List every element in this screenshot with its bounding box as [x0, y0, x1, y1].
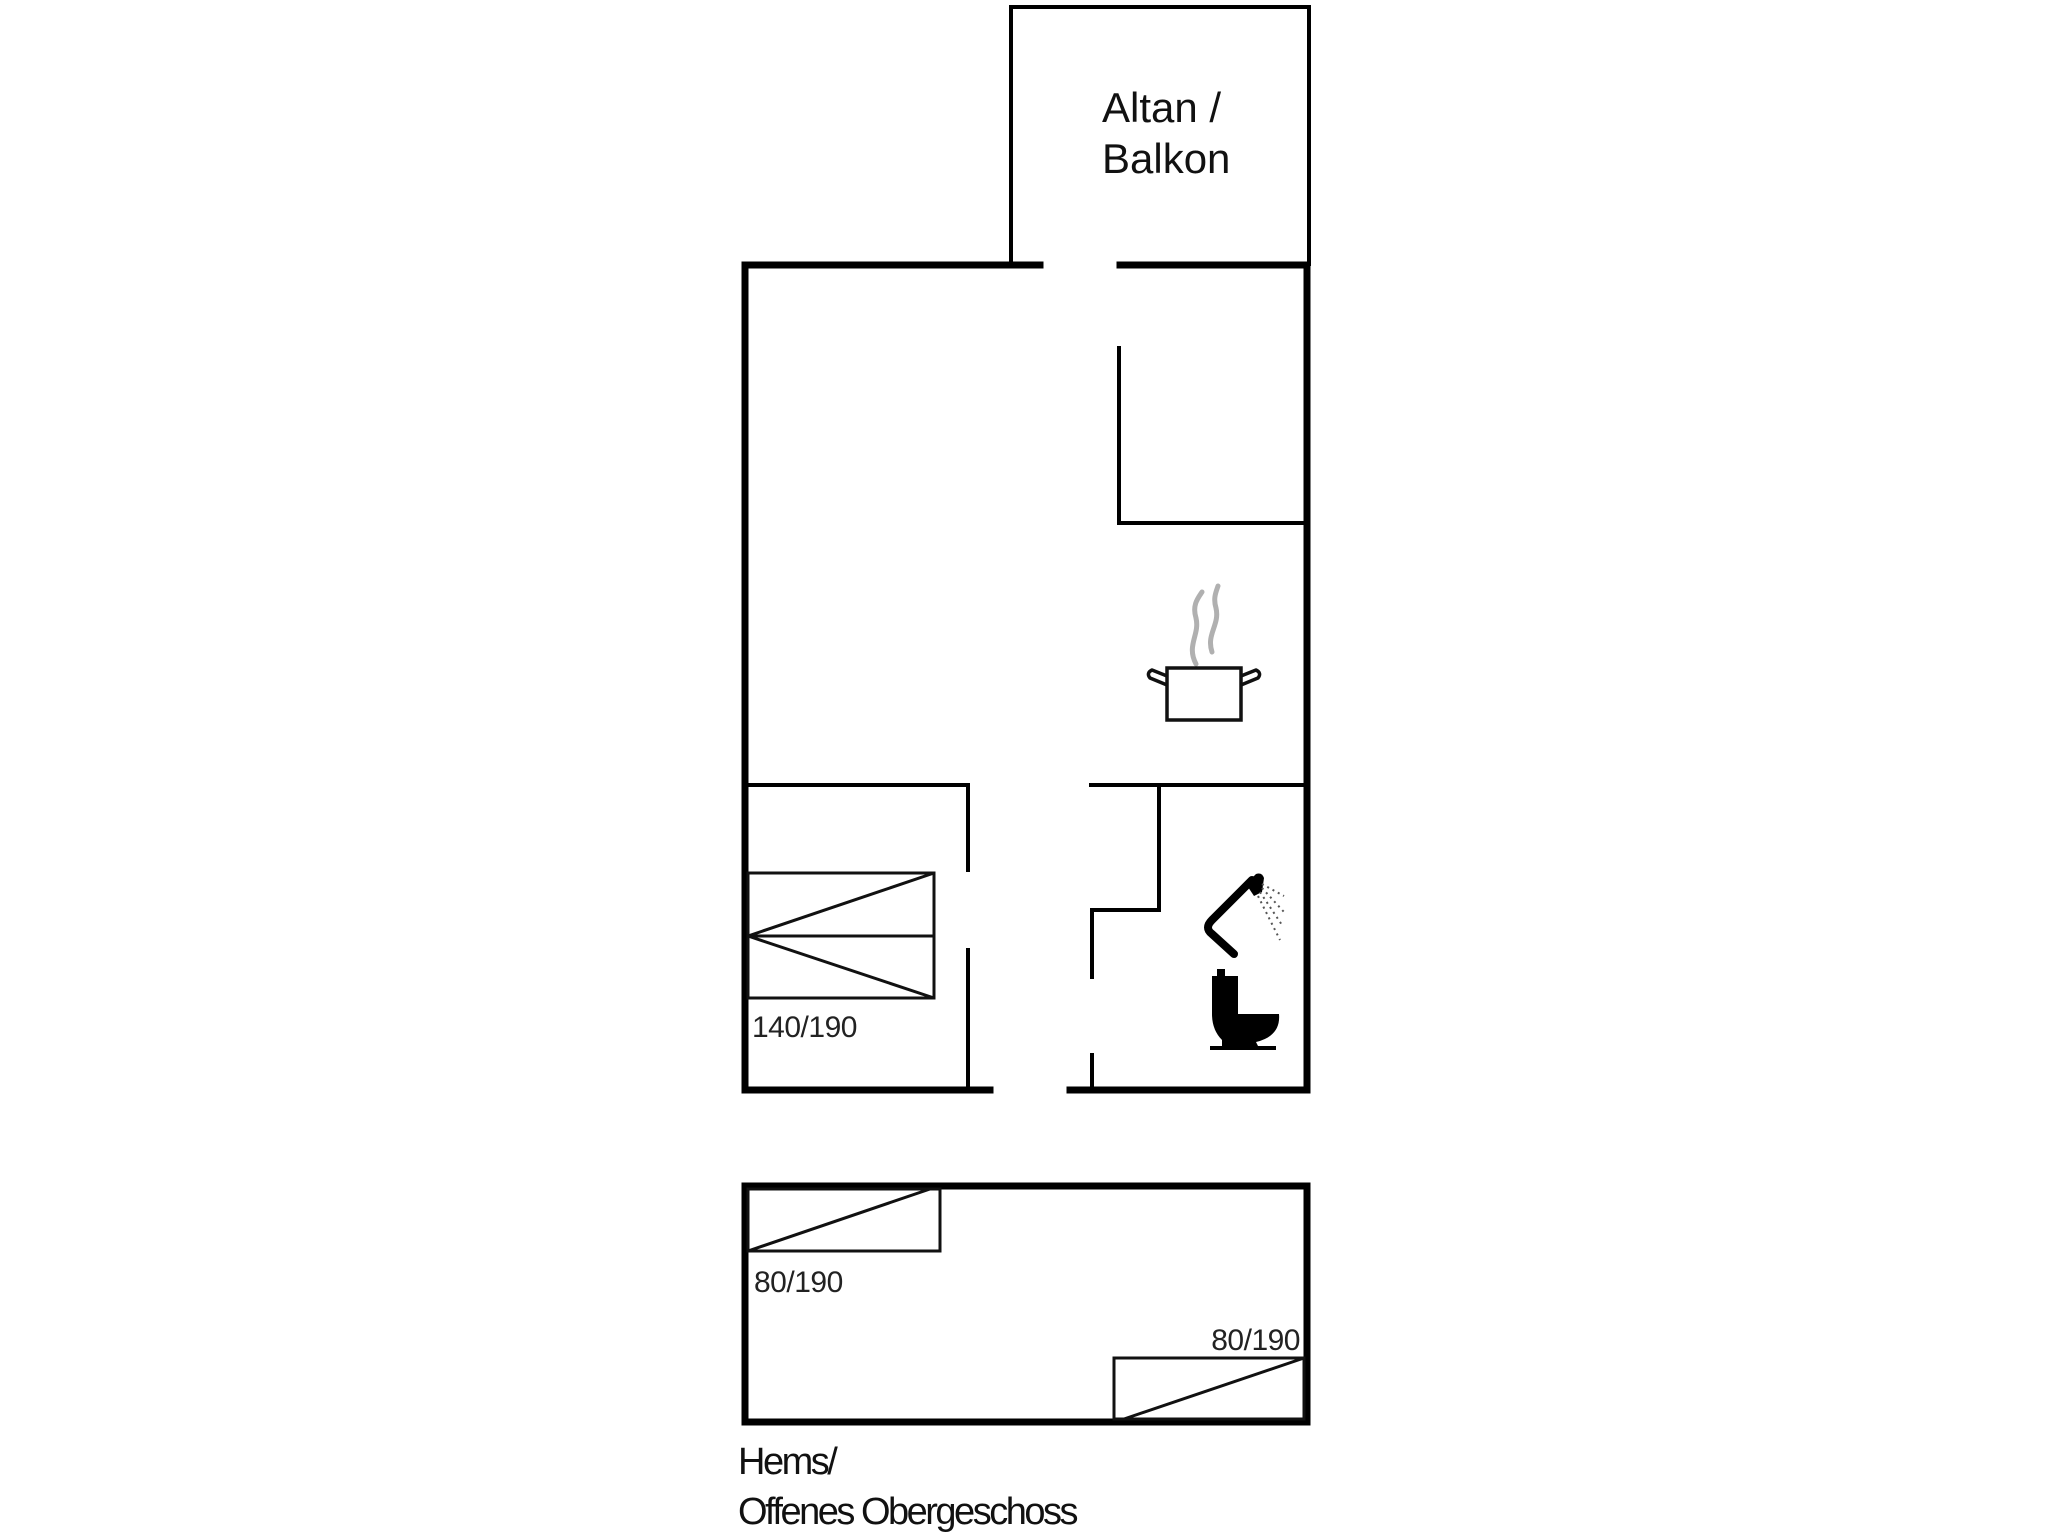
pot-handle-left — [1146, 668, 1168, 687]
toilet-icon — [1210, 969, 1280, 1050]
balcony-walls — [1009, 5, 1311, 266]
loft-bed-1-diagonal — [747, 1187, 931, 1253]
shower-head — [1246, 873, 1264, 896]
cooking-pot-icon — [1146, 583, 1262, 722]
loft-bed-2-frame — [1112, 1356, 1306, 1421]
loft: 80/190 80/190 Hems/ Offenes Obergeschoss — [738, 1182, 1311, 1533]
kitchen-niche-wall — [1117, 346, 1307, 525]
balcony-label-line2: Balkon — [1102, 135, 1230, 182]
shower-icon — [1204, 873, 1285, 958]
shower-spray — [1257, 883, 1285, 941]
balcony: Altan / Balkon — [1009, 5, 1311, 266]
steam-left — [1189, 589, 1205, 667]
double-bed: 140/190 — [746, 871, 936, 1044]
loft-bed-2-label: 80/190 — [1211, 1324, 1300, 1357]
steam-right — [1208, 583, 1221, 655]
main-floor — [741, 261, 1311, 1094]
loft-caption-line2: Offenes Obergeschoss — [738, 1491, 1077, 1533]
loft-bed-1-label: 80/190 — [754, 1266, 843, 1299]
loft-bed-2-diagonal — [1123, 1356, 1305, 1421]
double-bed-diagonal-bottom — [747, 934, 935, 1000]
loft-caption-line1: Hems/ — [738, 1441, 838, 1483]
toilet-base — [1210, 1046, 1276, 1050]
bedroom-wall-upper — [745, 783, 970, 872]
double-bed-diagonal-top — [747, 871, 935, 938]
double-bed-label: 140/190 — [752, 1011, 857, 1044]
bathroom-inner-wall — [1090, 783, 1161, 979]
balcony-label-line1: Altan / — [1102, 84, 1221, 131]
loft-bed-1-frame — [746, 1187, 942, 1253]
pot-body — [1165, 666, 1243, 722]
loft-bed-1: 80/190 — [746, 1187, 942, 1299]
loft-outline — [741, 1182, 1311, 1426]
toilet-body — [1212, 976, 1280, 1046]
shower-handle — [1204, 876, 1256, 958]
pot-handle-right — [1240, 668, 1262, 687]
loft-bed-2: 80/190 — [1112, 1324, 1306, 1421]
toilet-flush-knob — [1217, 969, 1225, 977]
